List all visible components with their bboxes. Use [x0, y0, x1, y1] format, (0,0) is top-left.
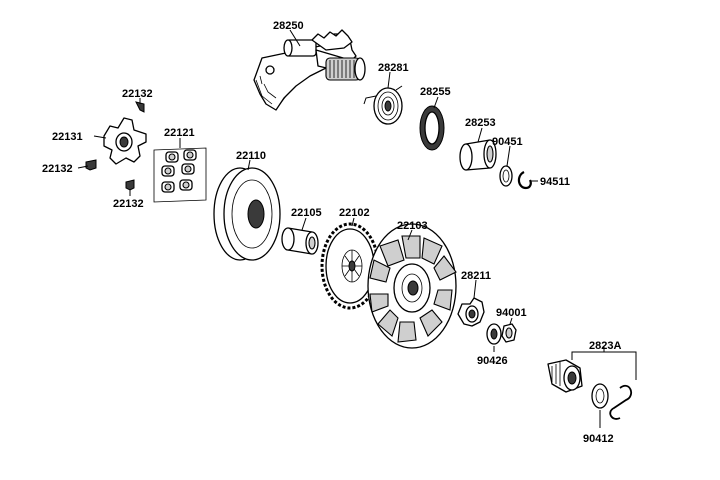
- leader-22131: [93, 135, 107, 139]
- part-kick-bushing: [459, 139, 497, 171]
- part-number-94511: 94511: [540, 176, 570, 188]
- part-number-22132-bottom: 22132: [113, 198, 144, 210]
- part-starter-ratchet: [457, 297, 485, 327]
- part-number-28281: 28281: [378, 62, 409, 74]
- part-number-2823A: 2823A: [589, 340, 621, 352]
- leader-28211: [473, 279, 477, 299]
- part-number-22102: 22102: [339, 207, 370, 219]
- leader-22102: [351, 217, 355, 227]
- part-ramp-slider-bottom: [125, 179, 135, 191]
- part-number-28250: 28250: [273, 20, 304, 32]
- leader-22103: [407, 229, 413, 241]
- part-number-22131: 22131: [52, 131, 83, 143]
- part-fixed-drive-face-fan: [367, 223, 457, 349]
- part-kick-return-spring: [363, 85, 403, 125]
- part-washer-90426: [486, 323, 502, 345]
- part-number-90412: 90412: [583, 433, 614, 445]
- part-number-22132-top: 22132: [122, 88, 153, 100]
- part-number-22132-left: 22132: [42, 163, 73, 175]
- part-kick-starter-shaft: [253, 29, 366, 111]
- part-starter-ring-gear: [320, 222, 380, 310]
- part-ramp-slider-top: [135, 101, 145, 113]
- leader-22132-left: [77, 165, 89, 169]
- part-ramp-plate: [103, 117, 147, 165]
- part-drive-face-collar: [281, 227, 319, 255]
- leader-28281: [387, 71, 391, 89]
- part-number-22105: 22105: [291, 207, 322, 219]
- leader-22110: [247, 159, 251, 171]
- leader-28255: [433, 96, 439, 109]
- part-kick-starter-pinion-assembly: [547, 351, 637, 420]
- part-number-28255: 28255: [420, 86, 451, 98]
- part-number-28211: 28211: [461, 270, 491, 282]
- leader-90451: [506, 145, 511, 167]
- part-number-28253: 28253: [465, 117, 496, 129]
- part-number-22103: 22103: [397, 220, 428, 232]
- part-roller-weight-set: [153, 147, 207, 203]
- leader-28250: [289, 29, 301, 47]
- part-number-90426: 90426: [477, 355, 508, 367]
- leader-94001: [509, 317, 513, 325]
- part-number-22121: 22121: [164, 127, 195, 139]
- part-washer-90451: [499, 165, 513, 187]
- part-washer-90412: [591, 383, 609, 409]
- part-number-22110: 22110: [236, 150, 266, 162]
- part-ramp-slider-left: [85, 159, 97, 171]
- part-kick-thrust-washer: [419, 105, 445, 151]
- part-number-90451: 90451: [492, 136, 523, 148]
- part-nut: [501, 323, 517, 343]
- part-number-94001: 94001: [496, 307, 527, 319]
- leader-22105: [301, 217, 307, 231]
- part-movable-drive-face: [213, 167, 281, 261]
- leader-28253: [477, 127, 483, 143]
- part-circlip: [517, 171, 532, 190]
